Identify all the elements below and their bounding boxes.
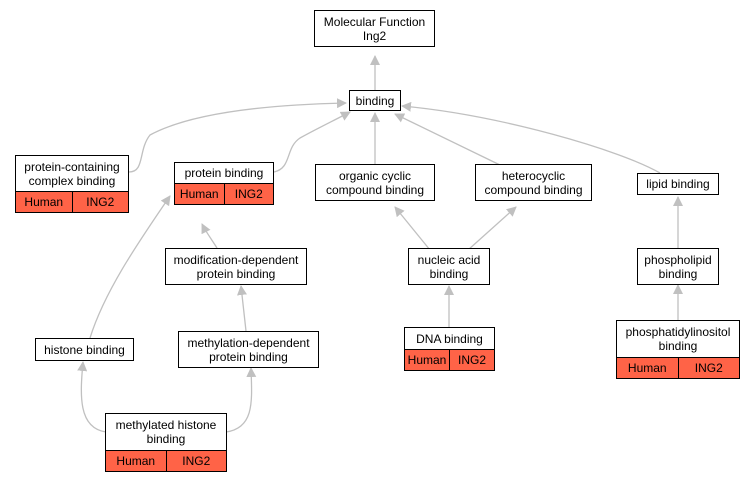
node-label: methylated histone binding bbox=[115, 418, 217, 446]
species-cell: Human bbox=[407, 353, 447, 367]
node-phospholipid-binding[interactable]: phospholipid binding bbox=[637, 248, 719, 285]
gene-cell: ING2 bbox=[449, 350, 494, 370]
node-label: modification-dependent protein binding bbox=[173, 252, 299, 281]
node-label: phosphatidylinositol binding bbox=[625, 325, 731, 353]
annotation-row: Human ING2 bbox=[405, 349, 494, 370]
edge-methhist-histone bbox=[77, 361, 107, 433]
gene-cell: ING2 bbox=[165, 451, 227, 471]
node-label: organic cyclic compound binding bbox=[325, 168, 425, 197]
annotation-row: Human ING2 bbox=[175, 183, 273, 204]
node-label: binding bbox=[355, 93, 395, 108]
node-label: nucleic acid binding bbox=[417, 252, 481, 281]
node-label: lipid binding bbox=[646, 177, 710, 191]
gene-cell: ING2 bbox=[71, 192, 129, 212]
gene-cell: ING2 bbox=[677, 358, 740, 378]
edge-nucleic-hetero bbox=[467, 206, 517, 251]
node-heterocyclic-compound-binding[interactable]: heterocyclic compound binding bbox=[475, 164, 592, 201]
species-cell: Human bbox=[116, 454, 156, 468]
node-label: DNA binding bbox=[416, 331, 483, 346]
node-dna-binding[interactable]: DNA binding Human ING2 bbox=[404, 327, 495, 371]
edge-pccb-binding bbox=[128, 98, 347, 173]
node-label: phospholipid binding bbox=[644, 252, 712, 281]
node-label: protein binding bbox=[184, 166, 264, 180]
species-cell: Human bbox=[179, 187, 219, 201]
annotation-row: Human ING2 bbox=[16, 191, 128, 212]
node-protein-containing-complex-binding[interactable]: protein-containing complex binding Human… bbox=[15, 155, 129, 213]
node-protein-binding[interactable]: protein binding Human ING2 bbox=[174, 162, 274, 205]
node-nucleic-acid-binding[interactable]: nucleic acid binding bbox=[408, 248, 490, 285]
edge-methhist-methdep bbox=[225, 367, 257, 433]
node-label: Molecular Function Ing2 bbox=[323, 14, 426, 43]
node-methylated-histone-binding[interactable]: methylated histone binding Human ING2 bbox=[105, 413, 227, 472]
species-cell: Human bbox=[627, 361, 667, 375]
node-binding[interactable]: binding bbox=[349, 90, 401, 111]
node-methylation-dependent-protein-binding[interactable]: methylation-dependent protein binding bbox=[178, 331, 319, 368]
edge-histone-protein bbox=[89, 195, 171, 339]
node-organic-cyclic-compound-binding[interactable]: organic cyclic compound binding bbox=[315, 164, 435, 201]
edge-hetero-binding bbox=[394, 113, 501, 166]
node-molecular-function[interactable]: Molecular Function Ing2 bbox=[314, 10, 435, 47]
node-phosphatidylinositol-binding[interactable]: phosphatidylinositol binding Human ING2 bbox=[616, 320, 740, 379]
edge-nucleic-organic bbox=[394, 206, 431, 251]
annotation-row: Human ING2 bbox=[106, 450, 226, 471]
edge-moddep-protein bbox=[201, 223, 218, 249]
node-label: heterocyclic compound binding bbox=[484, 168, 583, 197]
edge-methdep-moddep bbox=[237, 285, 247, 332]
node-label: histone binding bbox=[44, 342, 125, 357]
edge-lipid-binding bbox=[401, 101, 661, 174]
edge-protein-binding bbox=[273, 111, 351, 173]
node-label: protein-containing complex binding bbox=[24, 159, 120, 188]
node-label: methylation-dependent protein binding bbox=[187, 335, 310, 364]
annotation-row: Human ING2 bbox=[617, 357, 739, 378]
gene-cell: ING2 bbox=[223, 184, 274, 204]
node-modification-dependent-protein-binding[interactable]: modification-dependent protein binding bbox=[165, 248, 307, 285]
node-lipid-binding[interactable]: lipid binding bbox=[637, 173, 719, 195]
species-cell: Human bbox=[24, 195, 64, 209]
node-histone-binding[interactable]: histone binding bbox=[35, 338, 134, 361]
